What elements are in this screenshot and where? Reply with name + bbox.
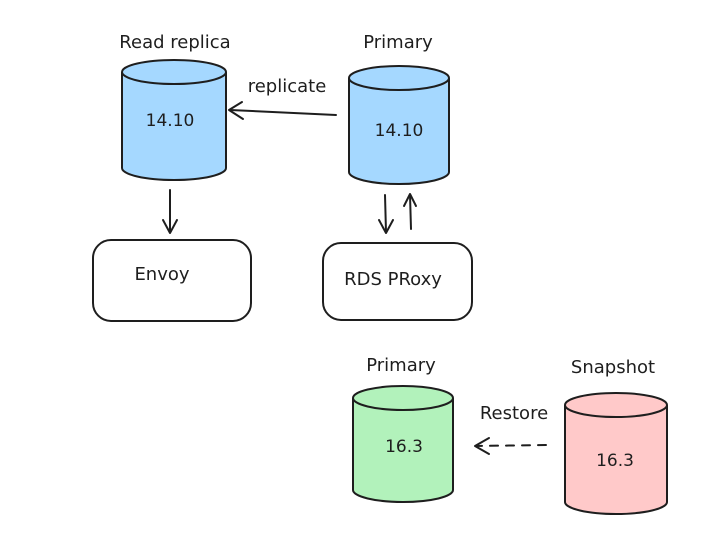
edge-replicate: replicate xyxy=(228,76,337,120)
db-snapshot-label: Snapshot xyxy=(571,357,655,378)
edge-replica-to-envoy-arrowhead xyxy=(162,219,178,234)
db-snapshot-version: 16.3 xyxy=(596,451,634,471)
edge-proxy-to-primary xyxy=(403,193,417,230)
db-snapshot-body xyxy=(564,405,668,515)
edge-restore-arrowhead xyxy=(474,437,490,455)
db-primary-bottom: Primary 16.3 xyxy=(352,355,454,503)
edge-restore: Restore xyxy=(474,403,548,455)
edge-primary-to-proxy-line xyxy=(384,194,387,233)
box-rds-proxy-rect xyxy=(322,242,473,321)
box-envoy-label: Envoy xyxy=(134,264,189,285)
db-primary-top-body xyxy=(348,78,450,185)
db-read-replica-top xyxy=(121,59,227,85)
db-read-replica-body xyxy=(121,72,227,181)
db-read-replica: Read replica 14.10 xyxy=(119,32,231,181)
edge-replicate-line xyxy=(229,109,337,116)
edge-replicate-arrowhead xyxy=(228,101,244,120)
edge-replicate-label: replicate xyxy=(248,76,327,97)
db-primary-top-label: Primary xyxy=(363,32,433,53)
edge-primary-to-proxy xyxy=(378,194,394,234)
box-envoy: Envoy xyxy=(92,239,252,322)
edge-primary-to-proxy-arrowhead xyxy=(378,219,394,234)
db-read-replica-version: 14.10 xyxy=(146,111,195,131)
edge-restore-line xyxy=(475,444,547,447)
edge-replica-to-envoy xyxy=(162,189,178,234)
db-primary-top-top xyxy=(348,65,450,91)
db-primary-top-version: 14.10 xyxy=(375,121,424,141)
db-primary-bottom-label: Primary xyxy=(366,355,436,376)
edge-restore-label: Restore xyxy=(480,403,548,424)
db-primary-bottom-top xyxy=(352,385,454,411)
box-rds-proxy: RDS PRoxy xyxy=(322,242,473,321)
db-read-replica-label: Read replica xyxy=(119,32,230,53)
db-snapshot: Snapshot 16.3 xyxy=(564,357,668,515)
db-primary-bottom-version: 16.3 xyxy=(385,437,423,457)
db-primary-top: Primary 14.10 xyxy=(348,32,450,185)
box-envoy-rect xyxy=(92,239,252,322)
db-primary-bottom-body xyxy=(352,398,454,503)
box-rds-proxy-label: RDS PRoxy xyxy=(344,269,442,290)
edge-proxy-to-primary-arrowhead xyxy=(403,193,417,207)
edge-proxy-to-primary-line xyxy=(409,194,412,230)
db-snapshot-top xyxy=(564,392,668,418)
